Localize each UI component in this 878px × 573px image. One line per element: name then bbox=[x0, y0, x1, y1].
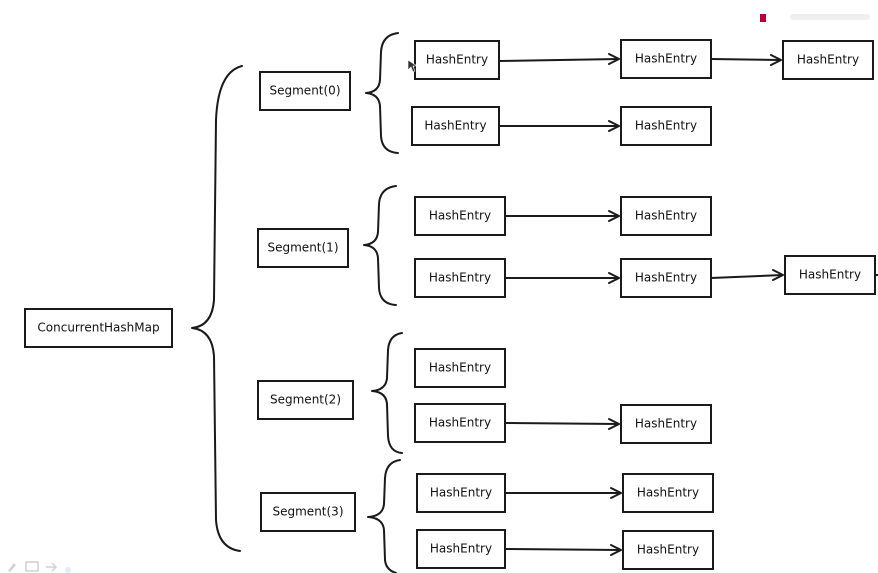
cursor-icon bbox=[407, 59, 418, 73]
entry-label: HashEntry bbox=[429, 416, 491, 430]
entry-label: HashEntry bbox=[429, 361, 491, 375]
entry-1-1-1: HashEntry bbox=[620, 258, 712, 298]
segment-node-2: Segment(2) bbox=[257, 380, 354, 420]
entry-3-1-1: HashEntry bbox=[622, 530, 714, 570]
segment-label-0: Segment(0) bbox=[270, 84, 341, 98]
entry-0-1-1: HashEntry bbox=[620, 106, 712, 146]
bottom-toolbar-icons bbox=[8, 561, 71, 573]
entry-0-0-0: HashEntry bbox=[414, 40, 500, 80]
entry-3-0-0: HashEntry bbox=[416, 473, 506, 513]
entry-label: HashEntry bbox=[637, 543, 699, 557]
entry-label: HashEntry bbox=[797, 53, 859, 67]
entry-label: HashEntry bbox=[426, 53, 488, 67]
arrow-3-1-a bbox=[504, 544, 622, 556]
segment-brace-3 bbox=[367, 459, 401, 573]
top-red-mark bbox=[760, 14, 766, 22]
arrow-0-0-b bbox=[710, 54, 782, 66]
entry-0-0-2: HashEntry bbox=[782, 40, 874, 80]
segment-brace-0 bbox=[365, 32, 399, 154]
root-node-label: ConcurrentHashMap bbox=[37, 321, 159, 335]
segment-label-2: Segment(2) bbox=[270, 393, 341, 407]
arrow-1-0-a bbox=[505, 210, 620, 222]
segment-node-1: Segment(1) bbox=[257, 228, 349, 268]
entry-0-0-1: HashEntry bbox=[620, 39, 712, 79]
entry-label: HashEntry bbox=[429, 209, 491, 223]
segment-brace-1 bbox=[363, 185, 397, 306]
arrow-0-1-a bbox=[499, 120, 620, 132]
arrow-1-1-b bbox=[710, 269, 784, 281]
entry-label: HashEntry bbox=[637, 486, 699, 500]
entry-label: HashEntry bbox=[430, 486, 492, 500]
segment-node-3: Segment(3) bbox=[260, 492, 356, 532]
root-brace bbox=[191, 65, 243, 552]
entry-label: HashEntry bbox=[424, 119, 486, 133]
entry-2-1-0: HashEntry bbox=[414, 403, 506, 443]
entry-3-0-1: HashEntry bbox=[622, 473, 714, 513]
entry-label: HashEntry bbox=[429, 271, 491, 285]
entry-2-0-0: HashEntry bbox=[414, 348, 506, 388]
root-node: ConcurrentHashMap bbox=[24, 308, 173, 348]
entry-3-1-0: HashEntry bbox=[416, 529, 506, 569]
segment-label-1: Segment(1) bbox=[268, 241, 339, 255]
entry-label: HashEntry bbox=[635, 271, 697, 285]
arrow-1-1-a bbox=[505, 272, 620, 284]
arrow-3-0-a bbox=[505, 487, 622, 499]
entry-label: HashEntry bbox=[635, 52, 697, 66]
entry-label: HashEntry bbox=[430, 542, 492, 556]
entry-2-1-1: HashEntry bbox=[620, 404, 712, 444]
segment-brace-2 bbox=[371, 332, 403, 454]
segment-label-3: Segment(3) bbox=[273, 505, 344, 519]
arrow-0-0-a bbox=[498, 53, 620, 65]
arrow-2-1-a bbox=[504, 418, 620, 430]
entry-1-1-2: HashEntry bbox=[784, 255, 876, 295]
entry-1-1-0: HashEntry bbox=[414, 258, 506, 298]
segment-node-0: Segment(0) bbox=[259, 71, 351, 111]
entry-1-0-1: HashEntry bbox=[620, 196, 712, 236]
entry-label: HashEntry bbox=[635, 119, 697, 133]
entry-label: HashEntry bbox=[799, 268, 861, 282]
top-faded-toolbar bbox=[790, 14, 870, 20]
entry-label: HashEntry bbox=[635, 417, 697, 431]
entry-0-1-0: HashEntry bbox=[411, 106, 500, 146]
entry-1-0-0: HashEntry bbox=[414, 196, 506, 236]
entry-label: HashEntry bbox=[635, 209, 697, 223]
